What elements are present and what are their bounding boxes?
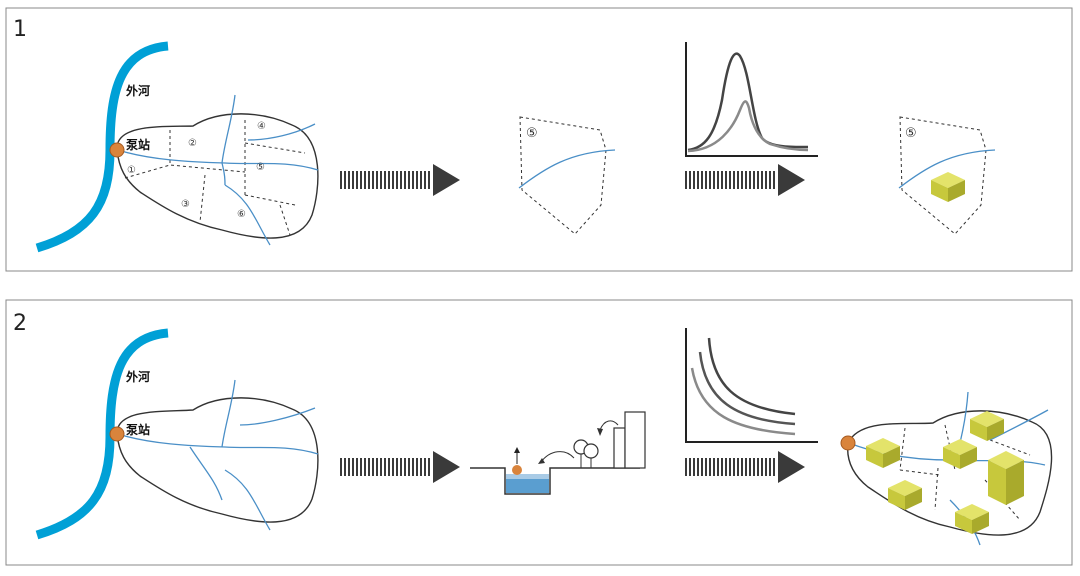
subcatchment-boundaries [124,120,306,236]
process-arrow-3 [340,450,461,484]
catchment-outline-3 [846,410,1053,536]
storage-block-1 [866,438,900,468]
pump-up-arrow [514,447,520,453]
catchment-outline-2 [116,397,319,523]
subcatchment-detail: ⑤ [518,116,616,235]
zone-label-6: ⑥ [237,209,246,220]
pump-marker [512,465,522,475]
process-arrow-4 [685,450,806,484]
pump-station-label-2: 泵站 [126,422,150,437]
streams [117,94,319,246]
hydrograph-axes [685,42,818,157]
river-label: 外河 [126,83,150,98]
process-arrow-2 [685,163,806,197]
outer-river-2 [35,328,169,540]
zone-label-1: ① [127,165,136,176]
decay-curves-chart [685,328,818,443]
pump-station-marker [109,142,125,158]
catchment-outline [116,113,319,239]
storage-zone-label: ⑤ [905,126,917,141]
catchment-with-storages [840,391,1053,546]
flow-arc-left [540,451,575,463]
panel-2-frame [5,299,1073,566]
flow-arc-right [599,420,619,431]
process-arrow-1 [340,163,461,197]
pumping-system [470,411,646,495]
storage-block-3 [970,411,1004,441]
subcatchment-with-storage: ⑤ [898,116,996,235]
pump-station-label: 泵站 [126,137,150,152]
water-surface [506,474,549,479]
panel-2-number: 2 [13,311,27,336]
pump-station-marker-3 [840,435,856,451]
decay-chart-axes [685,328,818,443]
detail-zone-label: ⑤ [526,126,538,141]
hydrograph-curve-dark [687,52,809,152]
decay-curve-3 [690,367,796,436]
decay-curve-1 [707,337,796,416]
streams-2 [117,379,319,531]
transformer-right-icon [583,443,599,459]
zone-label-2: ② [188,138,197,149]
storage-block-tall [988,451,1024,505]
decay-curve-2 [698,351,796,426]
channel-profile [470,467,640,495]
panel-2: 2 外河 泵站 [5,299,1073,566]
storage-block [931,172,965,202]
zone-label-4: ④ [257,121,266,132]
storage-block-2 [943,439,977,469]
river-label-2: 外河 [126,369,150,384]
hydrograph-chart [685,42,818,157]
storage-block-4 [888,480,922,510]
panel-1: 1 外河 泵站 ① ② ③ ④ ⑤ ⑥ [5,7,1073,272]
building-small-icon [613,427,626,469]
zone-label-5: ⑤ [256,162,265,173]
hydrograph-curve-light [687,100,809,153]
zone-label-3: ③ [181,199,190,210]
panel-1-frame [5,7,1073,272]
building-tall-icon [624,411,646,469]
pump-station-marker-2 [109,426,125,442]
panel-1-number: 1 [13,17,27,42]
